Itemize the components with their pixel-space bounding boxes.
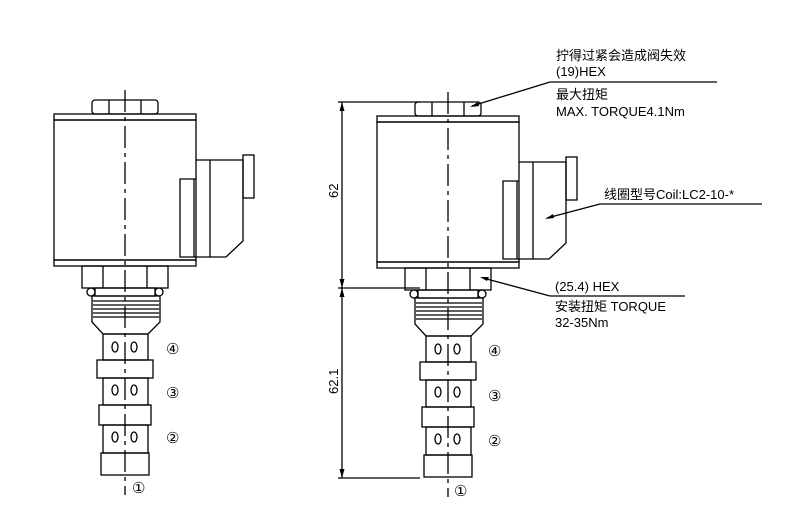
valve-right: [376, 91, 578, 498]
port-3-label-left: ③: [166, 384, 179, 402]
install-torque-value: 32-35Nm: [555, 315, 608, 330]
dimension-62-1: 62.1: [326, 369, 341, 394]
port-3-label-right: ③: [488, 387, 501, 405]
port-1-label-right: ①: [454, 482, 467, 500]
max-torque-en: MAX. TORQUE4.1Nm: [556, 104, 685, 119]
port-2-label-right: ②: [488, 432, 501, 450]
port-1-label-left: ①: [132, 479, 145, 497]
hex-bottom-size: (25.4) HEX: [555, 279, 620, 294]
dimension-lines: [338, 101, 420, 479]
valve-left: [53, 89, 255, 496]
port-2-label-left: ②: [166, 429, 179, 447]
hex-top-size: (19)HEX: [556, 64, 606, 79]
leader-lines: [470, 81, 762, 297]
hex-top-warning: 拧得过紧会造成阀失效: [556, 48, 686, 63]
dimension-62: 62: [326, 184, 341, 198]
port-4-label-left: ④: [166, 340, 179, 358]
install-torque: 安装扭矩 TORQUE: [555, 299, 666, 314]
port-4-label-right: ④: [488, 342, 501, 360]
coil-model: 线圈型号Coil:LC2-10-*: [604, 187, 734, 202]
max-torque-cn: 最大扭矩: [556, 87, 608, 102]
